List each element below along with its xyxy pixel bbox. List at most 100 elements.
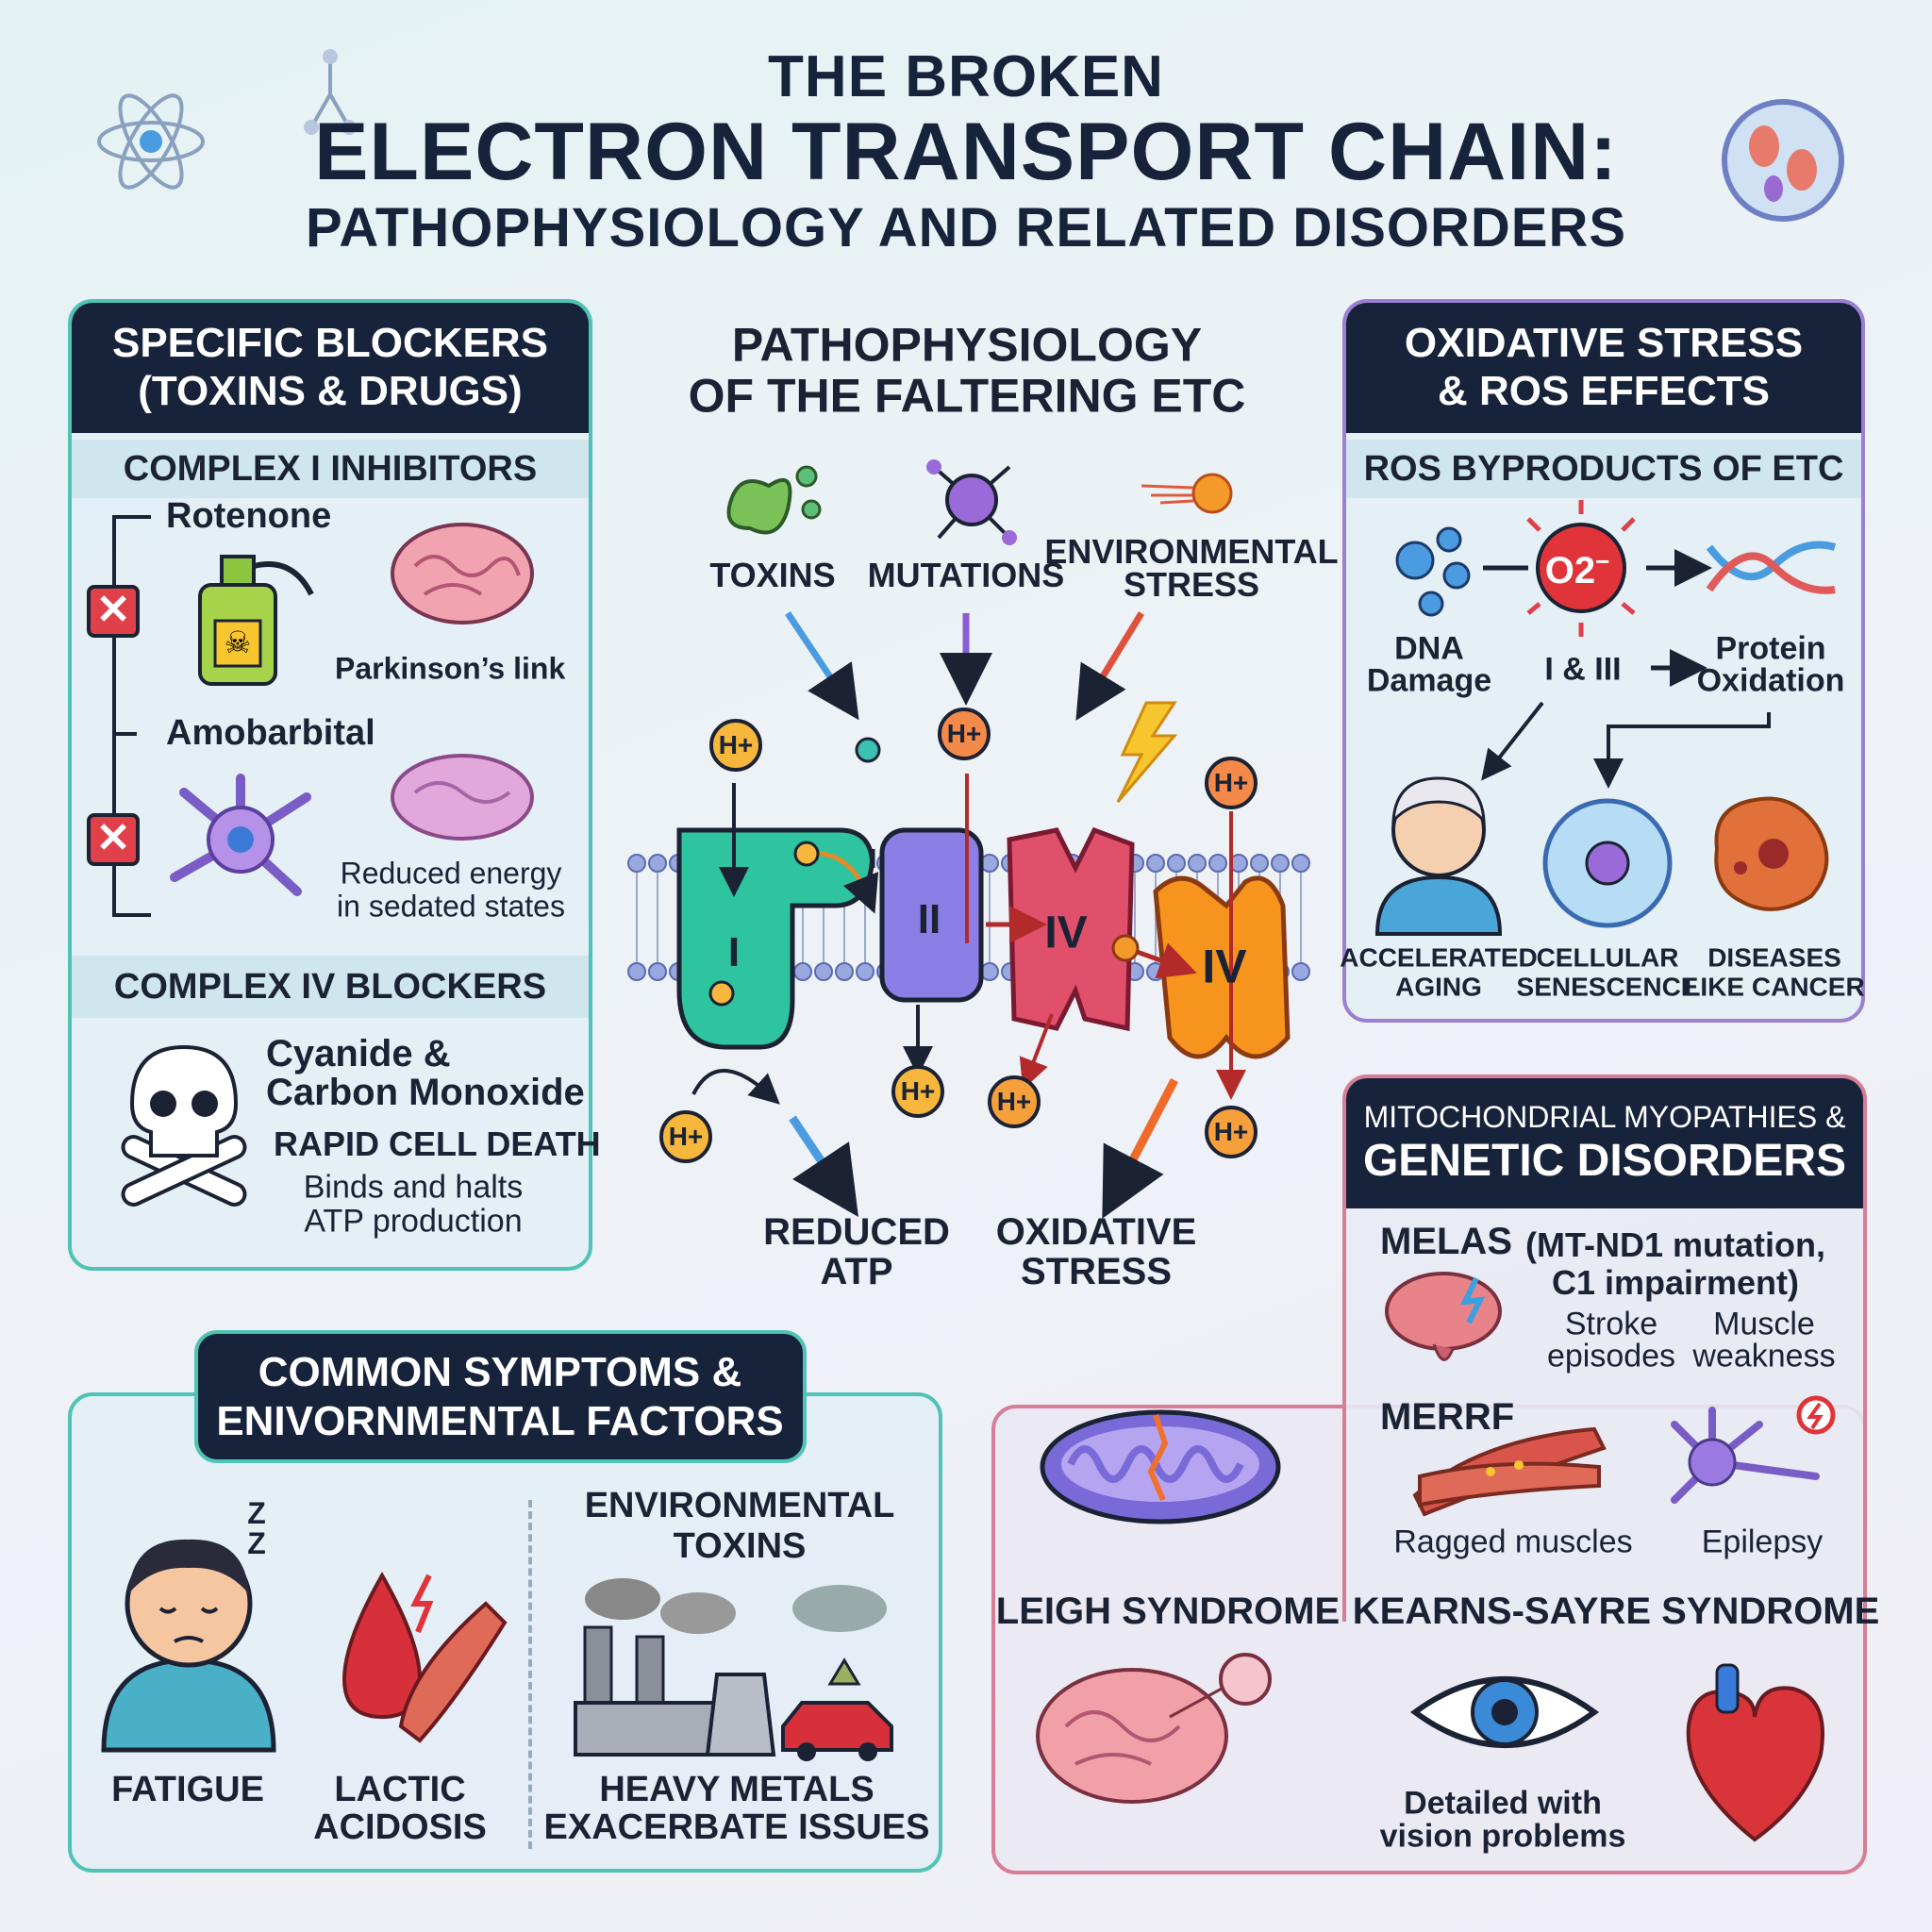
cause-environmental-line-1: ENVIRONMENTAL: [1044, 532, 1339, 572]
cancer-cell-icon: [1714, 796, 1829, 911]
factory-pollution-icon: [574, 1578, 893, 1761]
complex-iv: [1153, 875, 1291, 1059]
melas-label: MELAS: [1380, 1221, 1512, 1262]
proton-badge: H+: [659, 1110, 712, 1163]
blocked-x-icon: ✕: [87, 585, 140, 638]
effect-senescence-line-1: CELLULAR: [1536, 942, 1679, 973]
lipid-head: [856, 962, 874, 981]
effect-senescence-line-2: SENESCENCE: [1516, 972, 1699, 1002]
genetic-header-line-1: MITOCHONDRIAL MYOPATHIES &: [1363, 1100, 1846, 1134]
fatigue-label: FATIGUE: [111, 1770, 264, 1810]
lipid-head: [1188, 854, 1207, 873]
melas-note-line-2: C1 impairment): [1551, 1263, 1800, 1303]
cause-mutations: MUTATIONS: [867, 556, 1065, 595]
lipid-head: [627, 962, 646, 981]
superoxide-text: O2: [1544, 550, 1596, 592]
molecule-bubbles-icon: [1395, 526, 1471, 617]
reduced-energy-line-2: in sedated states: [337, 889, 565, 924]
center-title-line-1: PATHOPHYSIOLOGY: [731, 318, 1203, 372]
bracket-line: [112, 515, 151, 917]
ragged-muscles-label: Ragged muscles: [1393, 1524, 1633, 1560]
rapid-cell-death: RAPID CELL DEATH: [274, 1124, 601, 1164]
kearns-sayre-label: KEARNS-SAYRE SYNDROME: [1352, 1591, 1880, 1632]
dna-helix-icon: [1706, 541, 1837, 594]
parkinsons-label: Parkinson’s link: [335, 651, 566, 686]
stroke-line-1: Stroke: [1564, 1306, 1658, 1342]
cyanide-line-1: Cyanide &: [266, 1033, 451, 1074]
symptoms-header-line-2: ENIVORNMENTAL FACTORS: [216, 1397, 784, 1444]
atom-icon: [97, 93, 205, 190]
complex-iii-broken: [1007, 826, 1135, 1032]
skull-crossbones-icon: [121, 1044, 247, 1207]
blocked-x-icon: ✕: [87, 813, 140, 866]
ragged-muscle-icon: [1412, 1426, 1607, 1517]
heart-icon: [1686, 1663, 1824, 1842]
blood-muscle-icon: [341, 1571, 508, 1743]
proton-badge: H+: [1205, 1106, 1257, 1158]
lipid-head: [627, 854, 646, 873]
superoxide-label: O2−: [1544, 546, 1610, 592]
heavy-metals-line-2: EXACERBATE ISSUES: [543, 1807, 930, 1848]
burst-rays: [1526, 500, 1636, 637]
proton-badge: H+: [709, 719, 762, 772]
toxin-microbe-icon: [726, 465, 822, 535]
effect-cancer-line-2: LIKE CANCER: [1684, 972, 1865, 1002]
effect-aging-line-1: ACCELERATED: [1340, 942, 1538, 973]
reduced-atp-line-2: ATP: [820, 1251, 893, 1292]
lipid-head: [835, 962, 854, 981]
vision-line-1: Detailed with: [1404, 1785, 1602, 1822]
center-title-line-2: OF THE FALTERING ETC: [688, 369, 1246, 423]
epilepsy-label: Epilepsy: [1701, 1524, 1824, 1560]
lipid-head: [1291, 962, 1310, 981]
proton-badge: H+: [1205, 757, 1257, 809]
lipid-head: [1250, 854, 1269, 873]
arrow-toxins: [785, 611, 859, 721]
neuron-icon: [170, 774, 311, 896]
brain-icon: [391, 523, 534, 625]
oxidative-stress-line-1: OXIDATIVE: [995, 1211, 1197, 1253]
dna-damage-line-2: Damage: [1366, 662, 1492, 699]
dna-damage-line-1: DNA: [1394, 630, 1464, 667]
proton-badge: H+: [938, 708, 991, 760]
amobarbital-label: Amobarbital: [166, 713, 375, 754]
protein-oxidation-line-2: Oxidation: [1696, 662, 1845, 699]
lipid-head: [814, 962, 833, 981]
svg-text:☠: ☠: [225, 625, 252, 659]
lipid-head: [1146, 854, 1165, 873]
symptoms-header: [194, 1330, 807, 1463]
oxidative-stress-line-2: STRESS: [1020, 1251, 1173, 1292]
ros-source-label: I & III: [1544, 651, 1622, 688]
genetic-header-line-2: GENETIC DISORDERS: [1362, 1135, 1847, 1186]
lightning-icon: [1116, 701, 1178, 803]
effect-aging-line-2: AGING: [1395, 972, 1482, 1002]
complex-ii: [879, 827, 984, 1003]
stroke-line-2: episodes: [1546, 1338, 1676, 1374]
lipid-head: [1291, 854, 1310, 873]
damaged-mitochondrion-icon: [1040, 1409, 1281, 1524]
ros-header: OXIDATIVE STRESS & ROS EFFECTS: [1346, 303, 1861, 433]
elderly-person-icon: [1374, 776, 1503, 936]
binds-line-1: Binds and halts: [303, 1169, 524, 1206]
tired-person-icon: [101, 1539, 276, 1753]
arrow-oxidative-stress: [1102, 1077, 1178, 1219]
eye-icon: [1409, 1676, 1600, 1748]
complex4-heading: COMPLEX IV BLOCKERS: [72, 956, 589, 1018]
melas-note-line-1: (MT-ND1 mutation,: [1525, 1225, 1825, 1265]
title-line-1: THE BROKEN: [768, 44, 1164, 109]
superoxide-charge: −: [1595, 546, 1610, 575]
complex-ii-label: II: [917, 895, 941, 942]
blockers-header-line-1: SPECIFIC BLOCKERS: [111, 320, 549, 367]
brain-lesion-icon: [1036, 1653, 1272, 1804]
complex-iii-label: IV: [1044, 908, 1088, 958]
ros-header-line-2: & ROS EFFECTS: [1437, 368, 1771, 414]
divider: [528, 1500, 532, 1849]
lipid-head: [1208, 854, 1227, 873]
pesticide-bottle-icon: ☠: [198, 555, 314, 686]
arrow-environmental: [1075, 611, 1144, 721]
complex-i-label: I: [727, 928, 741, 975]
cell-icon: [1722, 99, 1844, 222]
rotenone-label: Rotenone: [166, 496, 332, 537]
protein-oxidation-line-1: Protein: [1715, 630, 1826, 667]
